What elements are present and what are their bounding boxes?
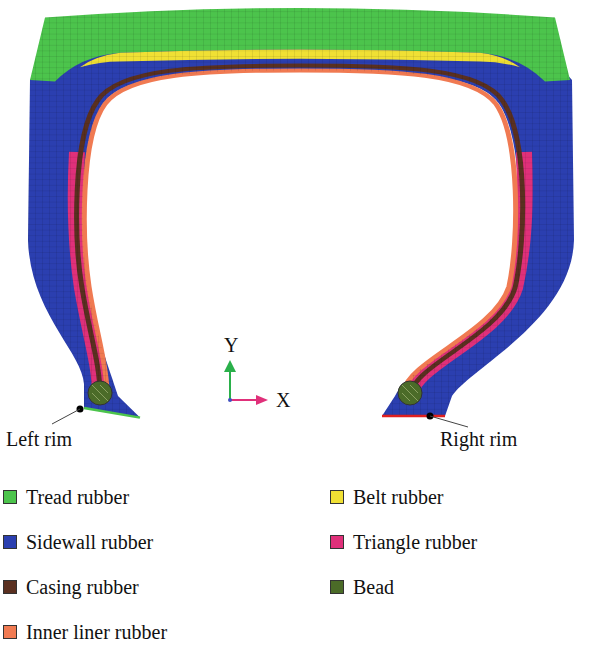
axis-label: Y (224, 334, 238, 356)
legend-swatch (3, 490, 17, 504)
legend-text: Belt rubber (353, 485, 444, 509)
rim-leader (52, 406, 468, 428)
rim-label: Right rim (440, 428, 517, 450)
legend-swatch (330, 535, 344, 549)
legend-swatch (330, 490, 344, 504)
legend-text: Sidewall rubber (26, 530, 153, 554)
legend-text: Casing rubber (26, 575, 139, 599)
legend-swatch (3, 625, 17, 639)
rim-label: Left rim (6, 428, 72, 450)
legend-swatch (3, 535, 17, 549)
axis-triad (224, 360, 268, 405)
tire-mesh (0, 0, 600, 432)
bead-circle (88, 381, 422, 405)
legend-swatch (330, 580, 344, 594)
axis-label: X (276, 389, 290, 411)
legend-text: Inner liner rubber (26, 620, 167, 644)
legend-text: Bead (353, 575, 394, 599)
legend-text: Tread rubber (26, 485, 129, 509)
legend-text: Triangle rubber (353, 530, 477, 554)
legend-swatch (3, 580, 17, 594)
